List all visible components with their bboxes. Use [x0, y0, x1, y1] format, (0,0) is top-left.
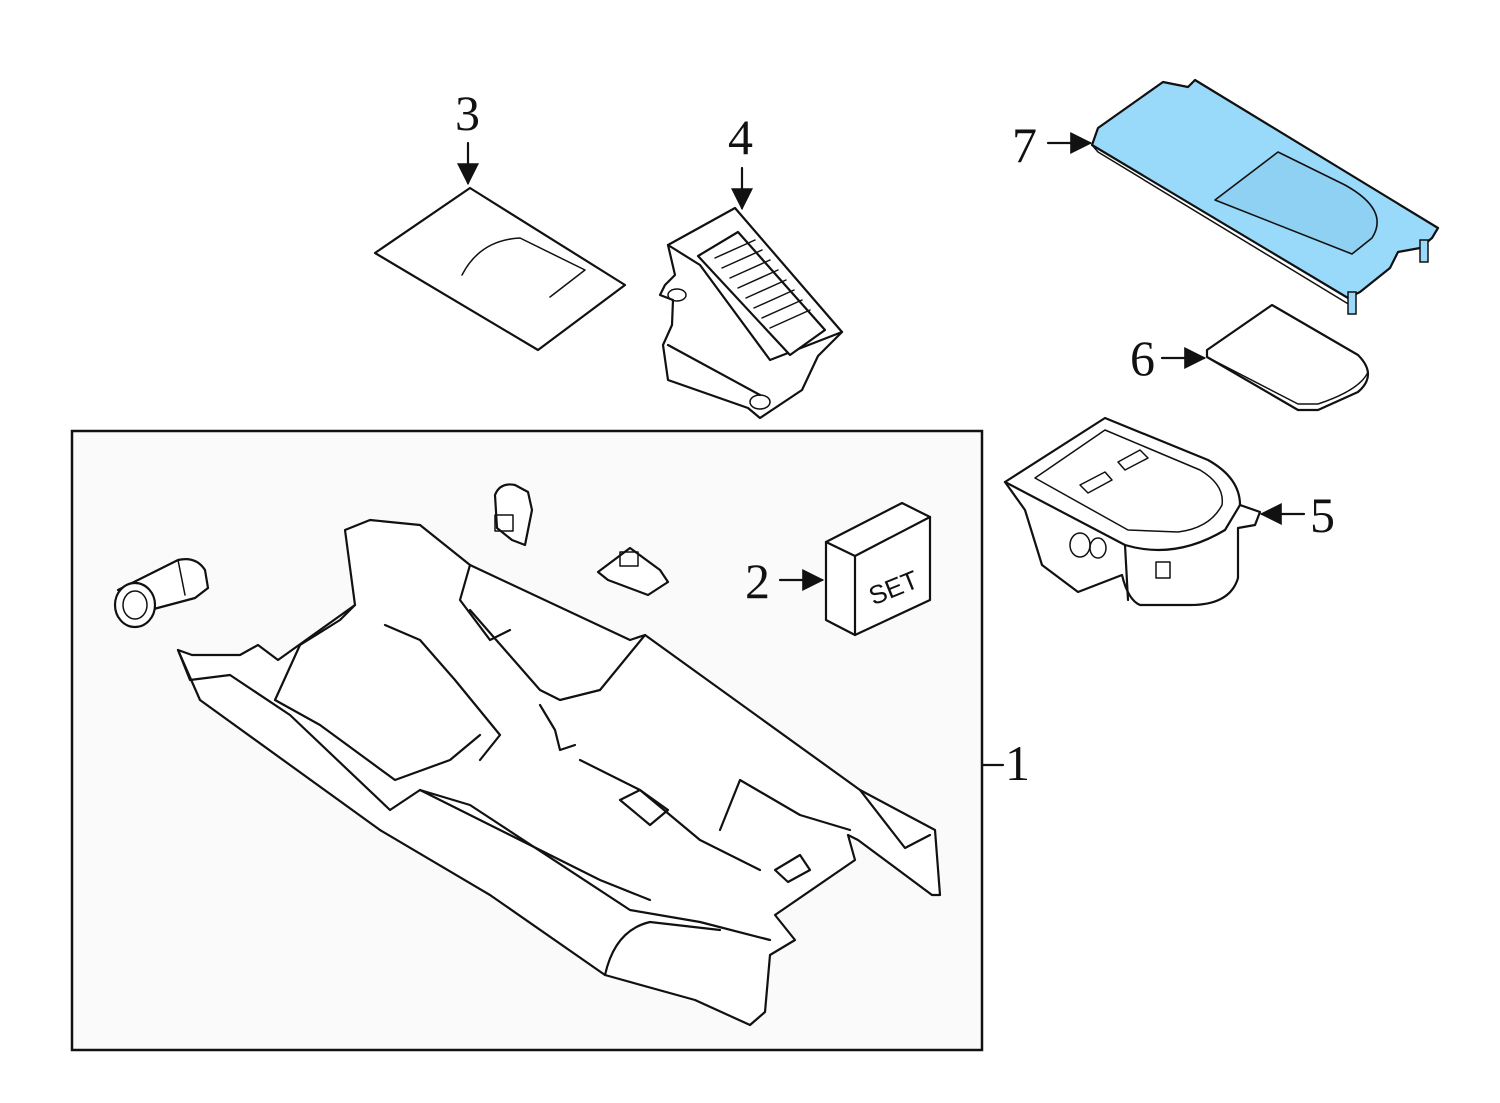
- part-6-mat[interactable]: [1205, 303, 1370, 412]
- part-1-console[interactable]: [176, 518, 942, 1027]
- part-5-tray[interactable]: [1003, 416, 1262, 607]
- callout-5: 5: [1310, 487, 1335, 543]
- small-clip-top: [493, 483, 534, 547]
- callout-6: 6: [1130, 330, 1155, 386]
- small-clip-right: [596, 546, 670, 597]
- part-2-set-box[interactable]: SET: [824, 501, 932, 637]
- callout-4: 4: [728, 109, 753, 165]
- callout-3: 3: [455, 85, 480, 141]
- part-3-pad[interactable]: [373, 186, 627, 352]
- callout-2: 2: [745, 553, 770, 609]
- small-clip-left: [113, 558, 210, 629]
- callout-1: 1: [1005, 735, 1030, 791]
- part-7-lid[interactable]: [1090, 78, 1440, 315]
- part-4-air-vent[interactable]: [658, 206, 844, 420]
- callout-7: 7: [1012, 117, 1037, 173]
